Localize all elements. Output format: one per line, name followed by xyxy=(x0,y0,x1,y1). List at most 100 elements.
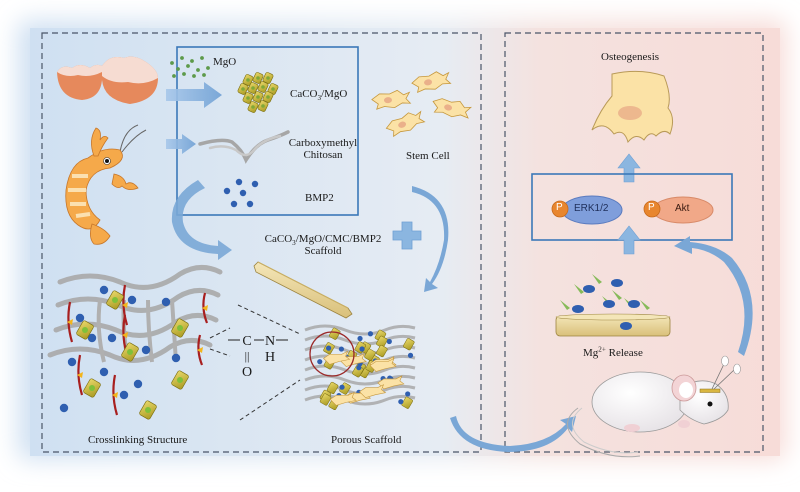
crystal-core xyxy=(261,85,265,89)
bmp2-particles xyxy=(223,178,259,208)
bmp2-particle xyxy=(367,331,374,337)
bmp2-particle xyxy=(398,399,404,405)
mgo-dot xyxy=(206,66,210,70)
crosslink-node xyxy=(122,302,128,308)
curved-arrow-stemcell-to-scaffold xyxy=(412,186,449,292)
mgo-dot xyxy=(200,56,204,60)
scaffold-fiber xyxy=(304,324,416,336)
bmp2-dot xyxy=(239,189,247,197)
mg-ion xyxy=(560,300,570,310)
crosslink-node xyxy=(197,347,203,353)
label-osteogenesis: Osteogenesis xyxy=(601,51,660,63)
arrow-eggshell-to-box xyxy=(166,82,222,108)
dashed-connectors xyxy=(209,304,301,421)
akt-protein xyxy=(643,196,714,224)
bmp2-particle xyxy=(99,285,109,295)
bmp2-particle xyxy=(99,367,109,377)
bmp2-particle xyxy=(386,338,392,345)
stem-cell xyxy=(359,384,387,399)
components-box xyxy=(176,46,359,216)
crosslink-node xyxy=(77,372,83,378)
scaffold-fiber xyxy=(304,374,416,386)
bmp2-particle xyxy=(59,403,69,413)
bmp2-particle xyxy=(405,391,411,397)
mgo-dot xyxy=(182,72,186,76)
crosslink-node xyxy=(202,305,208,311)
bmp2-particle xyxy=(161,297,171,307)
crosslink-node xyxy=(122,332,128,338)
mgo-dot xyxy=(172,74,176,78)
shrimp-icon xyxy=(65,124,147,245)
crystal-core xyxy=(177,325,183,331)
bmp2-particle xyxy=(359,346,365,352)
stem-cell xyxy=(323,350,351,365)
crystal xyxy=(401,396,413,409)
crystal-core xyxy=(251,86,255,90)
label-crosslinking-structure: Crosslinking Structure xyxy=(88,434,188,446)
amide-n: N xyxy=(265,334,275,349)
crosslinking-structure-icon xyxy=(47,265,223,420)
curved-arrow-mouse-to-pathway xyxy=(674,236,753,356)
arrow-up-to-osteogenesis xyxy=(617,153,641,183)
chitosan-strands-icon xyxy=(198,130,290,164)
caco3-mgo-crystals-icon xyxy=(237,72,279,113)
bmp2-particle xyxy=(603,300,615,308)
crystal-core xyxy=(256,76,260,80)
crystal xyxy=(376,335,388,348)
mgo-dot xyxy=(202,73,206,77)
crystal-core xyxy=(251,105,255,109)
bmp2-dot xyxy=(246,200,254,208)
phospho-icon xyxy=(551,200,569,218)
label-phospho-erk: P xyxy=(556,202,563,213)
arrow-scaffold-to-mouse xyxy=(450,416,576,452)
stem-cells-icon xyxy=(371,71,473,138)
bmp2-particle xyxy=(107,333,117,343)
bmp2-particle xyxy=(119,390,129,400)
osteoblast-cell-icon xyxy=(591,70,674,144)
scaffold-fiber xyxy=(304,354,416,366)
phospho-icon xyxy=(643,200,661,218)
mouse-icon xyxy=(567,355,741,458)
bmp2-dot xyxy=(230,200,238,208)
scaffold-fiber xyxy=(304,344,416,356)
scaffold-disc-icon xyxy=(253,261,353,319)
bmp2-particle xyxy=(583,285,595,293)
label-erk: ERK1/2 xyxy=(574,203,609,214)
bmp2-particle xyxy=(127,295,137,305)
crystal xyxy=(364,348,376,361)
crystal xyxy=(403,338,415,351)
erk-protein xyxy=(551,195,623,225)
stem-cell xyxy=(371,89,412,110)
bmp2-particle xyxy=(87,333,97,343)
crystal-core xyxy=(246,78,250,82)
zoom-circle xyxy=(309,331,355,377)
mgo-dot xyxy=(170,61,174,65)
bmp2-particle xyxy=(628,300,640,308)
amide-bond: C N H || O xyxy=(228,334,288,380)
arrow-shrimp-to-box xyxy=(166,134,196,154)
stem-cell xyxy=(369,357,397,372)
bmp2-particle xyxy=(357,335,363,342)
mgo-dot xyxy=(186,64,190,68)
bmp2-particle xyxy=(339,384,345,390)
crystal-core xyxy=(82,327,88,333)
label-caco3-mgo: CaCO3/MgO xyxy=(290,88,348,103)
crosslink-node xyxy=(112,392,118,398)
bmp2-particle xyxy=(338,346,345,352)
crystal-core xyxy=(271,87,275,91)
bmp2-dot xyxy=(235,178,243,186)
right-panel-border xyxy=(504,32,764,453)
stem-cell xyxy=(385,110,426,138)
label-mgo: MgO xyxy=(213,56,237,68)
mgo-dot xyxy=(180,56,184,60)
bmp2-particle xyxy=(171,353,181,363)
mg-ion xyxy=(592,274,602,284)
chitosan-chain xyxy=(146,299,154,363)
crystal-core xyxy=(246,96,250,100)
crystal-core xyxy=(89,385,95,391)
plus-icon xyxy=(392,221,422,250)
amide-c: C xyxy=(242,334,251,349)
bmp2-dot xyxy=(251,180,259,188)
crystal-core xyxy=(261,104,265,108)
